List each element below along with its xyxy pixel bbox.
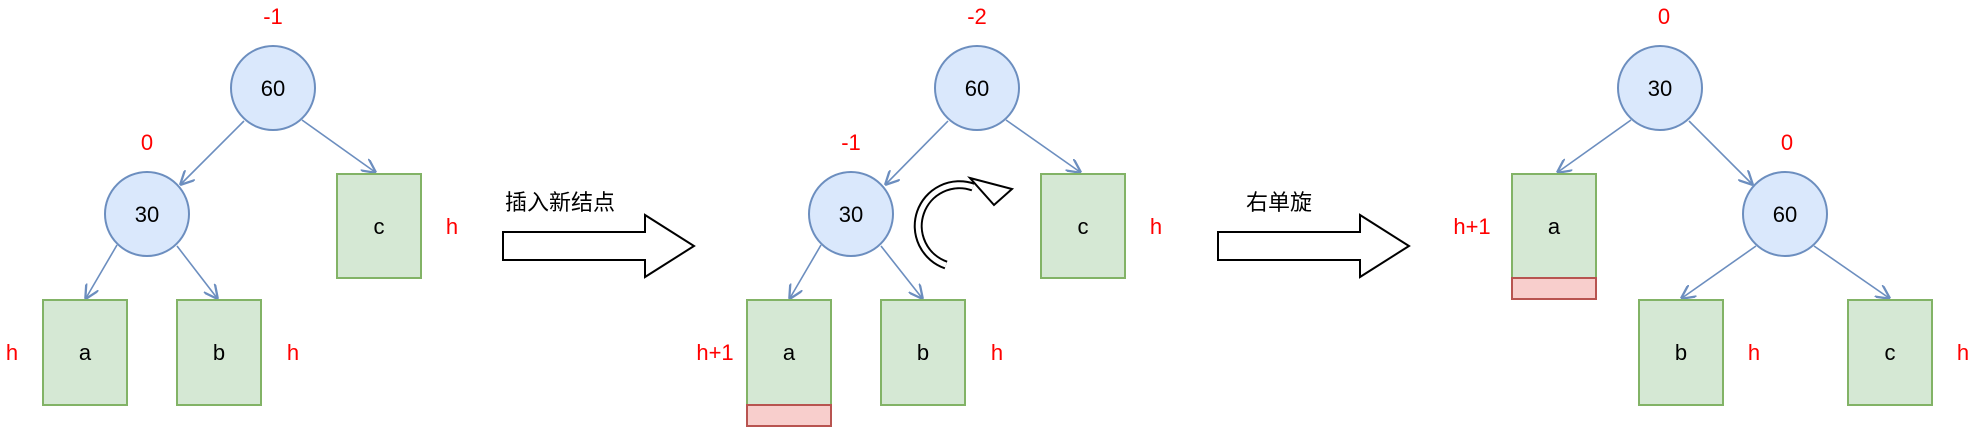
subtree-b bbox=[1638, 299, 1724, 406]
node-60 bbox=[934, 45, 1020, 131]
subtree-b-label: b bbox=[213, 340, 225, 365]
node-60-balance: -2 bbox=[967, 4, 987, 29]
edge-60-30 bbox=[181, 120, 245, 184]
node-60-label: 60 bbox=[1773, 202, 1797, 227]
stage3-tree: 30 0 60 0 a h+1 b h c h bbox=[1453, 4, 1969, 406]
edge-30-60 bbox=[1688, 120, 1752, 184]
node-60-label: 60 bbox=[261, 76, 285, 101]
step1-arrow-icon bbox=[502, 213, 696, 279]
node-30 bbox=[104, 171, 190, 257]
subtree-a-new-level bbox=[1511, 277, 1597, 300]
subtree-b-height: h bbox=[1748, 340, 1760, 365]
subtree-c-height: h bbox=[446, 214, 458, 239]
node-30-label: 30 bbox=[839, 202, 863, 227]
step1-label: 插入新结点 bbox=[505, 191, 615, 216]
subtree-b-label: b bbox=[1675, 340, 1687, 365]
node-30-balance: -1 bbox=[841, 130, 861, 155]
step2-label: 右单旋 bbox=[1246, 191, 1312, 216]
subtree-c bbox=[336, 173, 422, 279]
subtree-c-height: h bbox=[1150, 214, 1162, 239]
node-60 bbox=[1742, 171, 1828, 257]
subtree-a-new-level bbox=[746, 404, 832, 427]
subtree-b bbox=[176, 299, 262, 406]
subtree-b-label: b bbox=[917, 340, 929, 365]
edge-60-30 bbox=[886, 120, 949, 184]
node-30 bbox=[1617, 45, 1703, 131]
subtree-b-height: h bbox=[287, 340, 299, 365]
subtree-a-height: h+1 bbox=[696, 340, 733, 365]
rotate-clockwise-icon bbox=[913, 176, 1015, 270]
node-30 bbox=[808, 171, 894, 257]
subtree-a-height: h bbox=[6, 340, 18, 365]
edge-30-a bbox=[1558, 119, 1632, 172]
edge-60-b bbox=[1682, 245, 1757, 298]
edge-30-a bbox=[790, 244, 822, 298]
step2-arrow-icon bbox=[1217, 213, 1411, 279]
edge-30-a bbox=[86, 244, 118, 298]
edge-30-b bbox=[880, 245, 922, 298]
subtree-a-height: h+1 bbox=[1453, 214, 1490, 239]
stage1-tree: 60 -1 30 0 c h a h b h bbox=[6, 4, 458, 406]
node-30-balance: 0 bbox=[141, 130, 153, 155]
node-30-label: 30 bbox=[135, 202, 159, 227]
stage2-tree: 60 -2 30 -1 c h a h+1 b h bbox=[696, 4, 1162, 427]
subtree-b bbox=[880, 299, 966, 406]
node-60-balance: -1 bbox=[263, 4, 283, 29]
edge-30-b bbox=[176, 245, 217, 298]
node-60-balance: 0 bbox=[1781, 130, 1793, 155]
subtree-a-label: a bbox=[1548, 214, 1561, 239]
subtree-c-label: c bbox=[1078, 214, 1089, 239]
subtree-b-height: h bbox=[991, 340, 1003, 365]
edge-60-c bbox=[1005, 119, 1080, 172]
edge-60-c bbox=[301, 119, 375, 172]
subtree-a bbox=[1511, 173, 1597, 279]
subtree-c-height: h bbox=[1957, 340, 1969, 365]
subtree-a bbox=[42, 299, 128, 406]
subtree-c-label: c bbox=[1885, 340, 1896, 365]
subtree-a-label: a bbox=[783, 340, 796, 365]
subtree-c bbox=[1040, 173, 1126, 279]
step1-arrow: 插入新结点 bbox=[502, 191, 696, 279]
step2-arrow: 右单旋 bbox=[1217, 191, 1411, 279]
node-30-label: 30 bbox=[1648, 76, 1672, 101]
subtree-c-label: c bbox=[374, 214, 385, 239]
subtree-c bbox=[1847, 299, 1933, 406]
subtree-a-label: a bbox=[79, 340, 92, 365]
node-30-balance: 0 bbox=[1658, 4, 1670, 29]
node-60-label: 60 bbox=[965, 76, 989, 101]
node-60 bbox=[230, 45, 316, 131]
edge-60-c bbox=[1813, 245, 1889, 298]
